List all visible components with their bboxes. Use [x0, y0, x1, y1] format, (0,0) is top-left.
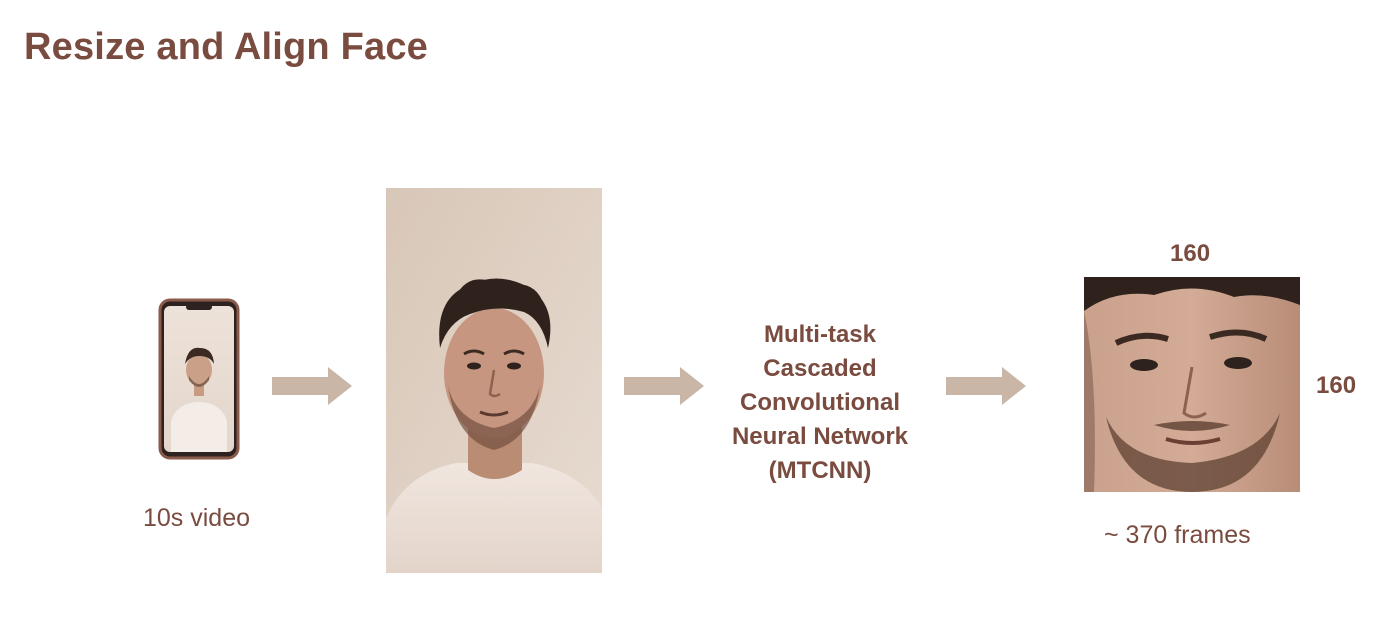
slide-title: Resize and Align Face — [24, 26, 429, 68]
right-arrow-icon — [946, 367, 1026, 405]
face-photo — [386, 188, 602, 573]
mtcnn-line: Multi-task — [763, 321, 876, 348]
mtcnn-label: Multi-task Cascaded Convolutional Neural… — [700, 318, 940, 488]
smartphone-icon — [158, 298, 240, 460]
crop-height-label: 160 — [1316, 372, 1357, 399]
mtcnn-line: Convolutional — [740, 389, 900, 416]
mtcnn-line: Cascaded — [763, 355, 877, 382]
right-arrow-icon — [272, 367, 352, 405]
phone-caption: 10s video — [143, 504, 251, 532]
mtcnn-line: Neural Network — [731, 423, 909, 450]
frames-caption: ~ 370 frames — [1104, 521, 1251, 549]
crop-width-label: 160 — [1170, 240, 1211, 267]
right-arrow-icon — [624, 367, 704, 405]
mtcnn-line: (MTCNN) — [768, 457, 872, 484]
cropped-face-photo — [1084, 277, 1300, 492]
